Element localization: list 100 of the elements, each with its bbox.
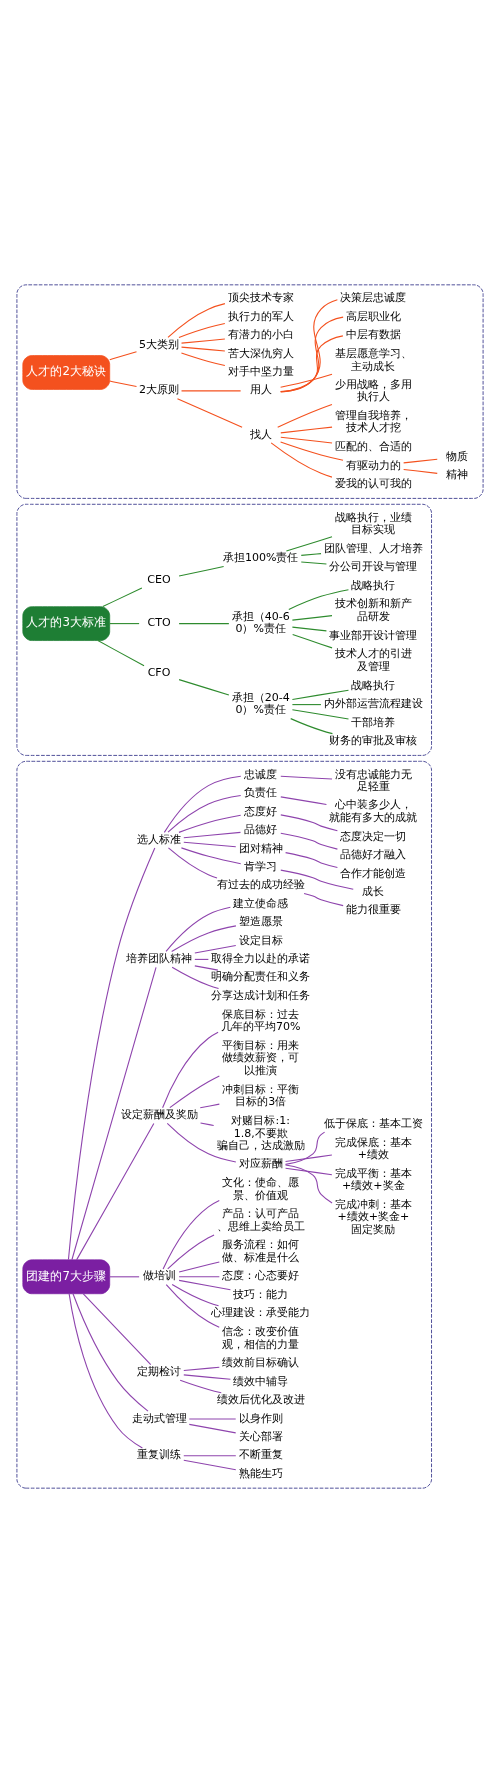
node-box: 人才的3大标准 (22, 606, 111, 641)
node-text: 战略执行，业绩目标实现 (334, 510, 412, 537)
connector (167, 303, 226, 338)
node-text: 做培训 (142, 1269, 176, 1283)
node-text: 品德好 (244, 823, 278, 837)
connector (280, 775, 333, 780)
node-text: 有驱动力的 (345, 458, 401, 472)
node-text: 顶尖技术专家 (227, 291, 294, 305)
connector (179, 1379, 222, 1394)
connector (165, 1284, 220, 1328)
node-text: 选人标准 (137, 832, 182, 846)
node-text: 对手中坚力量 (227, 365, 294, 379)
connector (285, 1167, 333, 1176)
connector (183, 831, 242, 839)
connector (280, 796, 327, 806)
node-box: 人才的2大秘诀 (22, 355, 111, 390)
node-text: 培养团队精神 (126, 951, 193, 965)
connector (163, 775, 242, 833)
node-text: 以身作则 (238, 1411, 283, 1425)
node-text: 决策层忠诚度 (340, 291, 407, 305)
connector (180, 390, 242, 392)
node-text: 绩效中辅导 (233, 1374, 289, 1388)
connector (178, 679, 230, 696)
connector (199, 1103, 220, 1109)
node-text: 苦大深仇穷人 (227, 346, 294, 360)
connector (167, 1234, 215, 1270)
connector (280, 335, 344, 393)
connector (280, 316, 344, 393)
node-text: 合作才能创造 (340, 866, 407, 880)
connector (280, 436, 333, 444)
connector (188, 1423, 237, 1434)
node-text: 技巧：能力 (233, 1287, 289, 1301)
node-text: 爱我的认可我的 (334, 476, 412, 490)
connector (292, 633, 333, 649)
node-text: 心理建设：承受能力 (211, 1306, 311, 1320)
node-text: 用人 (249, 383, 272, 397)
node-text: 取得全力以赴的承诺 (211, 951, 311, 965)
node-text: 能力很重要 (345, 903, 401, 917)
connector (183, 1455, 237, 1457)
connector (285, 536, 333, 552)
node-text: 肯学习 (244, 859, 278, 873)
node-text: CEO (147, 572, 171, 586)
node-text: 完成平衡：基本+绩效+奖金 (334, 1166, 412, 1193)
node-text: 走动式管理 (131, 1411, 187, 1425)
connector (180, 346, 226, 352)
connector (300, 561, 327, 565)
cluster (16, 760, 432, 1489)
node-text: 管理自我培养，技术人才挖 (334, 408, 412, 435)
node-text: 财务的审批及审核 (329, 734, 418, 747)
connector (280, 441, 344, 461)
connector (183, 1374, 231, 1380)
node-text: 建立使命感 (233, 896, 289, 910)
connector (183, 1366, 220, 1371)
node-text: 承担（20-40）%责任 (231, 690, 290, 717)
connector (178, 322, 226, 339)
connector (194, 944, 237, 954)
node-text: 没有忠诚能力无足轻重 (334, 767, 412, 794)
connector (200, 1122, 215, 1126)
connector (194, 965, 219, 971)
connector (300, 553, 322, 556)
node-text: 基层愿意学习、主动成长 (334, 347, 412, 373)
node-text: 塑造愿景 (238, 915, 283, 929)
connector (183, 1459, 237, 1471)
cluster (16, 503, 432, 756)
node-text: 态度：心态要好 (222, 1269, 300, 1283)
connector (169, 1075, 220, 1109)
node-text: 团对精神 (238, 841, 283, 855)
node-text: 熟能生巧 (238, 1466, 283, 1480)
connector (178, 1261, 220, 1273)
node-text: 服务流程：如何做、标准是什么 (222, 1238, 300, 1264)
node-text: 精神 (446, 468, 469, 482)
connector (403, 458, 438, 464)
node-text: 分享达成计划和任务 (211, 988, 311, 1002)
connector (280, 869, 354, 890)
connector (178, 814, 242, 833)
node-text: 保底目标：过去几年的平均70% (220, 1007, 301, 1034)
connector (285, 1154, 333, 1163)
node-text: 5大类别 (139, 337, 180, 351)
connector (280, 814, 338, 832)
node-text: 执行力的军人 (227, 309, 294, 323)
node-text: 团队管理、人才培养 (323, 541, 423, 555)
node-text: 设定薪酬及奖励 (120, 1108, 198, 1122)
node-text: 2大原则 (139, 383, 180, 397)
node-text: 关心部署 (238, 1429, 283, 1443)
node-text: 分公司开设与管理 (329, 560, 418, 574)
connector (180, 352, 226, 367)
connector (403, 468, 438, 474)
node-text: 中层有数据 (345, 328, 401, 342)
node-text: 低于保底：基本工资 (323, 1116, 423, 1130)
node-text: 产品：认可产品、思维上卖给员工 (216, 1207, 305, 1233)
connector (162, 1031, 219, 1109)
connector (167, 847, 218, 879)
node-text: 态度决定一切 (340, 829, 407, 843)
node-box: 团建的7大步骤 (22, 1259, 111, 1295)
connector (97, 640, 145, 667)
node-text: 冲刺目标：平衡目标的3倍 (222, 1082, 300, 1109)
node-text: 信念：改变价值观，相信的力量 (222, 1324, 300, 1351)
connector (67, 847, 156, 1261)
connector (109, 1276, 140, 1278)
connector (171, 966, 220, 989)
